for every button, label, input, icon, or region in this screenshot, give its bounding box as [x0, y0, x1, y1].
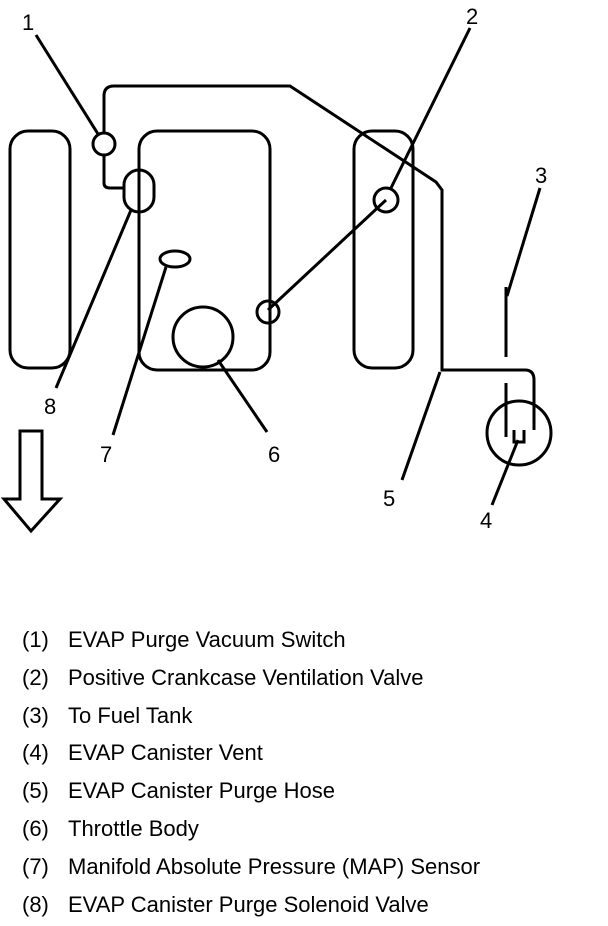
callout-2: 2 [466, 4, 478, 29]
callout-7: 7 [100, 442, 112, 467]
leader-1 [34, 34, 100, 135]
left-cylinder-bank [8, 129, 72, 370]
legend-item: (8) EVAP Canister Purge Solenoid Valve [22, 889, 480, 926]
legend-number: (8) [22, 891, 49, 917]
evap-canister-purge-solenoid-valve [122, 168, 156, 214]
legend-text: Throttle Body [68, 815, 199, 841]
evap-purge-vacuum-switch [91, 131, 117, 157]
legend-item: (3) To Fuel Tank [22, 700, 480, 738]
legend-text: EVAP Canister Purge Solenoid Valve [68, 891, 429, 917]
legend-number: (4) [22, 740, 49, 766]
callout-4: 4 [480, 508, 492, 533]
legend-item: (6) Throttle Body [22, 813, 480, 851]
callout-5: 5 [383, 486, 395, 511]
front-direction-arrow-icon [0, 429, 64, 534]
vent-fitting [512, 430, 526, 444]
pcv-hose [266, 198, 388, 312]
map-sensor [158, 249, 192, 269]
legend-text: To Fuel Tank [68, 702, 193, 728]
leader-5 [400, 371, 442, 481]
legend-number: (7) [22, 853, 49, 879]
evap-canister-vent [485, 399, 553, 467]
legend-number: (5) [22, 778, 49, 804]
leader-4 [490, 439, 520, 506]
callout-8: 8 [44, 394, 56, 419]
purge-hose [102, 84, 536, 430]
callout-6: 6 [268, 442, 280, 467]
legend-number: (2) [22, 664, 49, 690]
legend-text: EVAP Purge Vacuum Switch [68, 627, 346, 652]
callout-3: 3 [535, 163, 547, 188]
legend-text: EVAP Canister Purge Hose [68, 778, 335, 804]
leader-6 [216, 359, 269, 433]
legend-number: (6) [22, 815, 49, 841]
legend-text: Manifold Absolute Pressure (MAP) Sensor [68, 853, 481, 879]
leader-3 [505, 187, 542, 297]
legend-list: (1) EVAP Purge Vacuum Switch (2) Positive … [22, 624, 480, 926]
leader-2 [388, 27, 472, 191]
right-cylinder-bank [352, 129, 415, 370]
callout-1: 1 [22, 10, 34, 35]
legend-item: (7) Manifold Absolute Pressure (MAP) Sens… [22, 851, 480, 889]
legend-item: (4) EVAP Canister Vent [22, 737, 480, 775]
leader-7 [111, 266, 168, 436]
legend-text: EVAP Canister Vent [68, 740, 263, 766]
legend-item: (5) EVAP Canister Purge Hose [22, 775, 480, 813]
switch-to-solenoid-hose [102, 155, 125, 190]
intake-plenum [137, 129, 272, 372]
throttle-body [171, 305, 235, 369]
leader-8 [54, 209, 133, 389]
evap-system-diagram: 1 2 3 4 5 6 7 8 [0, 4, 553, 534]
legend-number: (3) [22, 702, 49, 728]
legend-item: (2) Positive Crankcase Ventilation Valve [22, 662, 480, 700]
legend-number: (1) [22, 627, 49, 652]
legend-item: (1) EVAP Purge Vacuum Switch [22, 624, 480, 662]
pcv-valve-lower [255, 299, 281, 325]
pcv-valve [372, 186, 400, 214]
legend-text: Positive Crankcase Ventilation Valve [68, 664, 424, 690]
